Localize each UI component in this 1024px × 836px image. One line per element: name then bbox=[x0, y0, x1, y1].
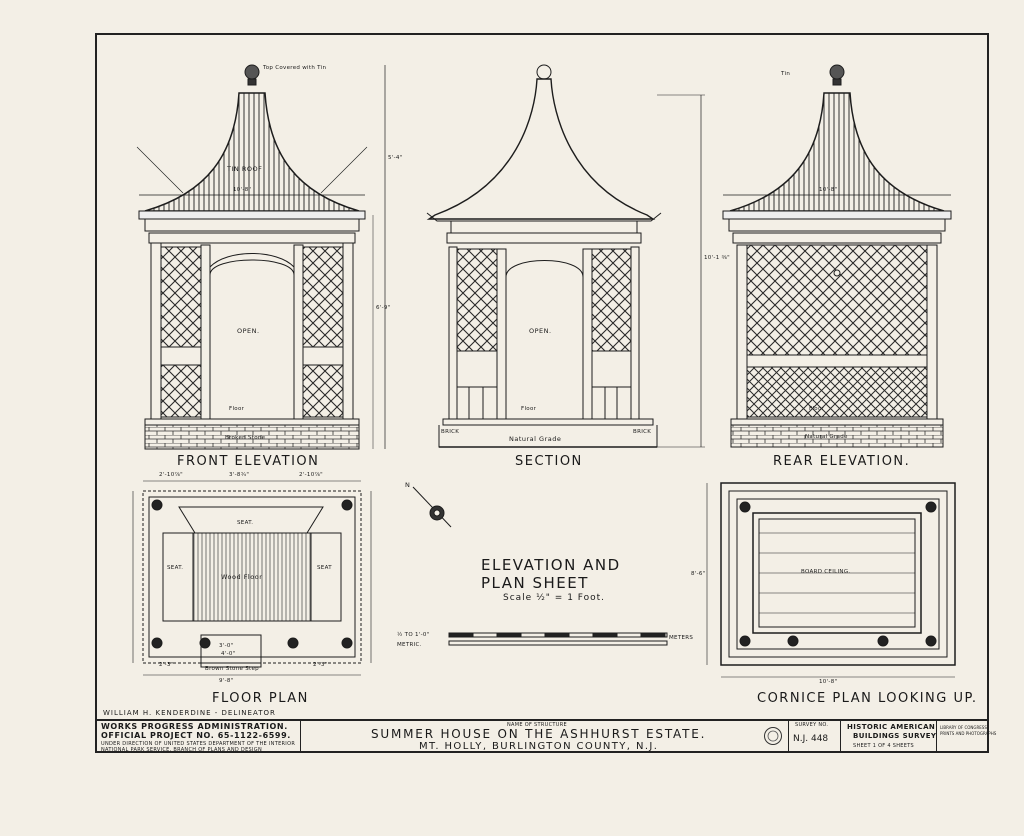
plan-dim-top-1: 2'-10⅞" bbox=[159, 472, 183, 478]
rear-grade-note: Natural Grade bbox=[805, 434, 848, 440]
plan-dim-bottom-1: 2'-3" bbox=[159, 662, 174, 668]
brick-right-note: BRICK bbox=[633, 429, 652, 435]
plan-dim-bottom-2: 2'-3" bbox=[313, 662, 328, 668]
front-elevation-drawing bbox=[136, 64, 386, 450]
front-upper-height: 5'-4" bbox=[388, 155, 403, 161]
habs-line1: HISTORIC AMERICAN bbox=[847, 723, 936, 731]
cornice-plan-drawing bbox=[706, 482, 956, 678]
wood-floor-note: Wood Floor bbox=[221, 573, 263, 581]
front-roof-width: 10'-8" bbox=[233, 187, 252, 193]
survey-cell: SURVEY NO. N.J. 448 bbox=[789, 721, 841, 753]
sheet-scale: Scale ½" = 1 Foot. bbox=[503, 593, 606, 603]
cornice-plan-title: CORNICE PLAN LOOKING UP. bbox=[757, 691, 978, 706]
rear-floor-note: Floor bbox=[809, 406, 825, 412]
brick-left-note: BRICK bbox=[441, 429, 460, 435]
drawing-sheet: FRONT ELEVATION SECTION REAR ELEVATION. … bbox=[95, 33, 996, 753]
floor-plan-title: FLOOR PLAN bbox=[212, 691, 309, 706]
delineator: WILLIAM H. KENDERDINE - DELINEATOR bbox=[103, 709, 276, 717]
metric-label: METRIC. bbox=[397, 642, 422, 648]
board-ceiling-note: BOARD CEILING. bbox=[801, 569, 851, 575]
plan-overall-width: 9'-8" bbox=[219, 678, 234, 684]
seat-back-note: SEAT. bbox=[237, 520, 254, 526]
section-total-height: 10'-1 ⅜" bbox=[704, 255, 731, 261]
habs-line2: BUILDINGS SURVEY bbox=[853, 732, 937, 740]
tin-note: Tin bbox=[781, 71, 791, 77]
front-opening-height: 6'-9" bbox=[376, 305, 391, 311]
meters-label: METERS bbox=[669, 635, 694, 641]
library-stamp-2: PRINTS AND PHOTOGRAPHS bbox=[940, 731, 997, 736]
survey-number: N.J. 448 bbox=[793, 734, 829, 744]
structure-name: SUMMER HOUSE ON THE ASHHURST ESTATE. bbox=[371, 727, 707, 741]
north-label: N bbox=[405, 481, 411, 489]
library-stamp: LIBRARY OF CONGRESS bbox=[940, 725, 987, 730]
wpa-line2: OFFICIAL PROJECT NO. 65-1122-6599. bbox=[101, 731, 291, 740]
broken-stone-note: Broken Stone bbox=[225, 435, 266, 441]
rear-elevation-title: REAR ELEVATION. bbox=[773, 454, 911, 469]
survey-label: SURVEY NO. bbox=[795, 722, 829, 728]
floor-plan-drawing bbox=[132, 480, 372, 676]
metric-scale-label: ½ TO 1'-0" bbox=[397, 632, 430, 638]
wpa-cell: WORKS PROGRESS ADMINISTRATION. OFFICIAL … bbox=[97, 721, 301, 753]
section-drawing bbox=[426, 64, 705, 448]
library-cell: LIBRARY OF CONGRESS PRINTS AND PHOTOGRAP… bbox=[937, 721, 996, 753]
habs-cell: HISTORIC AMERICAN BUILDINGS SURVEY SHEET… bbox=[841, 721, 937, 753]
tin-roof-note: TIN ROOF bbox=[227, 165, 263, 173]
rear-elevation-drawing bbox=[722, 64, 952, 448]
cornice-depth: 8'-6" bbox=[691, 571, 706, 577]
front-floor-note: Floor bbox=[229, 406, 245, 412]
front-elevation-title: FRONT ELEVATION bbox=[177, 454, 320, 469]
section-grade-note: Natural Grade bbox=[509, 435, 562, 443]
north-arrow bbox=[412, 486, 452, 528]
plan-dim-top-2: 3'-8¾" bbox=[229, 472, 250, 478]
seat-right-note: SEAT bbox=[317, 565, 332, 571]
wpa-line4: NATIONAL PARK SERVICE, BRANCH OF PLANS A… bbox=[101, 747, 263, 753]
name-of-structure-label: NAME OF STRUCTURE bbox=[507, 722, 567, 728]
architectural-drawing bbox=[132, 64, 956, 678]
seal-icon bbox=[764, 727, 782, 745]
brown-stone-step-note: Brown Stone Step bbox=[205, 666, 259, 672]
front-open-note: OPEN. bbox=[237, 327, 260, 335]
plan-step-dim: 3'-0" bbox=[219, 643, 234, 649]
structure-cell: NAME OF STRUCTURE SUMMER HOUSE ON THE AS… bbox=[301, 721, 789, 753]
structure-location: MT. HOLLY, BURLINGTON COUNTY, N.J. bbox=[419, 741, 659, 752]
habs-sheet: SHEET 1 OF 4 SHEETS bbox=[853, 743, 915, 749]
section-open-note: OPEN. bbox=[529, 327, 552, 335]
wpa-line1: WORKS PROGRESS ADMINISTRATION. bbox=[101, 722, 288, 731]
section-title: SECTION bbox=[515, 454, 583, 469]
top-covered-note: Top Covered with Tin bbox=[263, 65, 327, 71]
metric-scale-bar bbox=[448, 632, 668, 646]
wpa-line3: UNDER DIRECTION OF UNITED STATES DEPARTM… bbox=[101, 741, 296, 747]
cornice-width: 10'-8" bbox=[819, 679, 838, 685]
sheet-title-line1: ELEVATION AND bbox=[481, 556, 621, 574]
seat-left-note: SEAT. bbox=[167, 565, 184, 571]
title-block: WORKS PROGRESS ADMINISTRATION. OFFICIAL … bbox=[97, 719, 996, 753]
rear-roof-width: 10'-8" bbox=[819, 187, 838, 193]
plan-step-width: 4'-0" bbox=[221, 651, 236, 657]
section-floor-note: Floor bbox=[521, 406, 537, 412]
plan-dim-top-3: 2'-10⅞" bbox=[299, 472, 323, 478]
sheet-title-line2: PLAN SHEET bbox=[481, 574, 589, 592]
